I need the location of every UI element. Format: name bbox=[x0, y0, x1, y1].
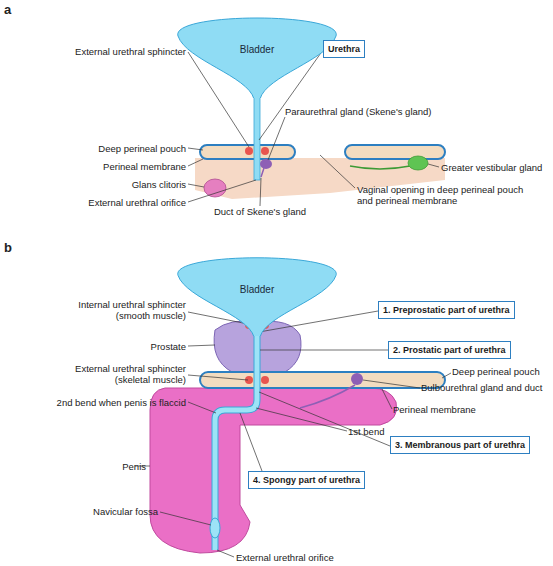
anatomy-label: Internal urethral sphincter (smooth musc… bbox=[61, 299, 186, 321]
part-name: 4. Spongy part of urethra bbox=[253, 474, 360, 486]
anatomy-label: 2nd bend when penis is flaccid bbox=[21, 397, 186, 408]
deep-perineal-pouch bbox=[200, 372, 445, 388]
anatomy-label: Glans clitoris bbox=[66, 179, 186, 190]
part-box: 1. Preprostatic part of urethra bbox=[378, 301, 515, 319]
urethra-outline bbox=[215, 330, 257, 550]
anatomy-label: Perineal membrane bbox=[66, 161, 186, 172]
sphincter-muscle bbox=[245, 147, 253, 155]
anatomy-label: 1st bend bbox=[348, 426, 408, 437]
bladder-organ: Bladder bbox=[168, 248, 346, 336]
anatomy-label: Deep perineal pouch bbox=[66, 143, 186, 154]
anatomy-label: Prostate bbox=[106, 341, 186, 352]
gland-duct bbox=[350, 166, 410, 169]
gland-duct bbox=[300, 385, 355, 408]
urethra-tube bbox=[215, 330, 257, 550]
part-box: Urethra bbox=[323, 40, 365, 58]
part-box: 4. Spongy part of urethra bbox=[248, 471, 365, 489]
panel-letter: a bbox=[4, 2, 24, 17]
anatomy-label: Navicular fossa bbox=[58, 506, 158, 517]
glans-clitoris bbox=[204, 179, 226, 197]
part-name: Urethra bbox=[328, 43, 360, 55]
sphincter-muscle bbox=[261, 147, 269, 155]
deep-perineal-pouch bbox=[345, 145, 445, 159]
gland-duct bbox=[261, 168, 264, 177]
anatomy-label: External urethral orifice bbox=[236, 552, 376, 563]
anatomy-label: Duct of Skene's gland bbox=[200, 206, 320, 217]
anatomy-label: Greater vestibular gland bbox=[441, 162, 553, 173]
bladder-shape bbox=[178, 18, 337, 98]
anatomy-label: Perineal membrane bbox=[393, 404, 493, 415]
panel-letter: b bbox=[4, 240, 24, 255]
anatomy-label: Vaginal opening in deep perineal pouch a… bbox=[357, 184, 537, 206]
navicular-fossa bbox=[210, 518, 220, 538]
part-name: 3. Membranous part of urethra bbox=[395, 439, 525, 451]
anatomy-label: Paraurethral gland (Skene's gland) bbox=[285, 106, 460, 117]
organ-name: Bladder bbox=[168, 284, 346, 295]
part-name: 1. Preprostatic part of urethra bbox=[383, 304, 510, 316]
anatomy-label: External urethral sphincter bbox=[36, 46, 186, 57]
anatomy-label: Bulbourethral gland and duct bbox=[421, 382, 553, 393]
part-box: 3. Membranous part of urethra bbox=[390, 436, 530, 454]
bulbourethral-gland bbox=[351, 373, 363, 385]
skene-gland bbox=[260, 159, 272, 169]
anatomy-label: Deep perineal pouch bbox=[452, 366, 552, 377]
vestibular-gland bbox=[408, 156, 428, 170]
organ-name: Bladder bbox=[168, 44, 346, 55]
part-box: 2. Prostatic part of urethra bbox=[388, 341, 511, 359]
anatomy-label: External urethral sphincter (skeletal mu… bbox=[61, 363, 186, 385]
penis-shape bbox=[150, 388, 397, 553]
bladder-shape bbox=[178, 258, 337, 336]
part-name: 2. Prostatic part of urethra bbox=[393, 344, 506, 356]
sphincter-muscle bbox=[261, 376, 269, 384]
urethra-tube bbox=[254, 92, 260, 180]
deep-perineal-pouch bbox=[200, 145, 295, 159]
bladder-organ: Bladder bbox=[168, 8, 346, 98]
anatomy-label: Penis bbox=[86, 461, 146, 472]
anatomy-label: External urethral orifice bbox=[46, 197, 186, 208]
